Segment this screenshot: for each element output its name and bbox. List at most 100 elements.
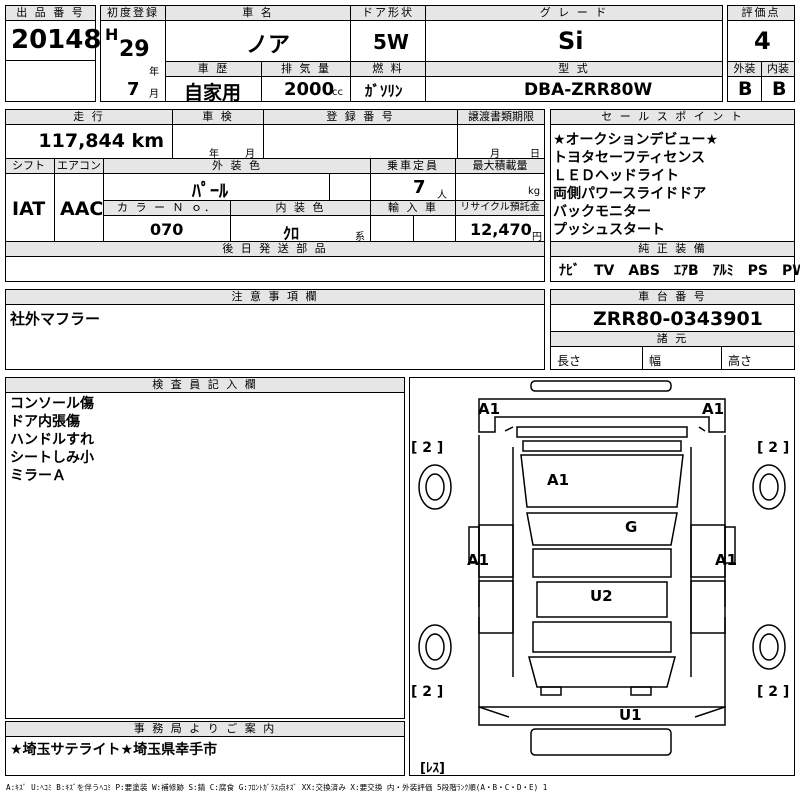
- notes-label: 注 意 事 項 欄: [5, 289, 545, 305]
- lot-number: 20148: [11, 25, 102, 55]
- ac-cell: AAC: [54, 173, 104, 242]
- notes-cell: 社外マフラー: [5, 304, 545, 370]
- diagram-frame: [409, 377, 795, 776]
- model-value: DBA-ZRR80W: [524, 80, 653, 100]
- colorno-label: カ ラ ー Ｎ ｏ．: [103, 200, 231, 216]
- chassis-number: ZRR80-0343901: [593, 308, 763, 330]
- import-divider: [413, 215, 414, 242]
- dims-len-cell: 長さ: [550, 346, 643, 370]
- cap-label: 乗車定員: [370, 158, 456, 174]
- cap-cell: 7 人: [370, 173, 456, 201]
- mileage-cell: 117,844 km: [5, 124, 173, 159]
- shift-cell: IAT: [5, 173, 55, 242]
- color-label: 外 装 色: [103, 158, 371, 174]
- mark-a1-front-left: A1: [478, 400, 501, 418]
- door-label: ドア形状: [350, 5, 426, 21]
- regno-cell: [263, 124, 458, 159]
- score-cell: 4: [727, 20, 795, 62]
- colorno-value: 070: [150, 220, 184, 239]
- int-label: 内装: [761, 61, 795, 77]
- intcolor-label: 内 装 色: [230, 200, 371, 216]
- int-value: B: [772, 78, 787, 100]
- fuel-cell: ｶﾞｿﾘﾝ: [350, 76, 426, 102]
- tire-front-left: [ 2 ]: [411, 440, 444, 456]
- reg-label: 初度登録: [100, 5, 166, 21]
- mileage-value: 117,844 km: [38, 130, 164, 152]
- reg-era: H: [105, 25, 119, 44]
- spare-tire: [ﾚｽ]: [420, 761, 445, 776]
- sales-label: セ ー ル ス ポ イ ン ト: [550, 109, 795, 125]
- inspect-year-unit: 年: [209, 149, 219, 160]
- model-cell: DBA-ZRR80W: [425, 76, 723, 102]
- name-label: 車 名: [165, 5, 351, 21]
- recycle-cell: 12,470 円: [455, 215, 545, 243]
- transfer-label: 譲渡書類期限: [457, 109, 545, 125]
- equip-cell: ﾅﾋﾞ TV ABS ｴｱB ｱﾙﾐ PS PW: [550, 256, 800, 282]
- reg-month: 7: [127, 79, 140, 100]
- import-label: 輸 入 車: [370, 200, 456, 216]
- lot-cell: 20148: [5, 20, 101, 61]
- name-cell: ノア: [165, 20, 351, 62]
- tire-front-right: [ 2 ]: [757, 440, 790, 456]
- equip-items: ﾅﾋﾞ TV ABS ｴｱB ｱﾙﾐ PS PW: [559, 263, 800, 279]
- disp-value: 2000: [284, 79, 335, 100]
- grade-cell: Si: [425, 20, 723, 62]
- history-label: 車 歴: [165, 61, 262, 77]
- inspector-label: 検 査 員 記 入 欄: [5, 377, 405, 393]
- dims-hei: 高さ: [728, 354, 753, 368]
- door-type: 5W: [373, 30, 409, 54]
- mark-g-windshield: G: [625, 518, 638, 536]
- int-cell: B: [761, 76, 795, 102]
- transfer-cell: 月 日: [457, 124, 545, 160]
- chassis-cell: ZRR80-0343901: [550, 304, 795, 332]
- disp-unit: cc: [332, 87, 343, 98]
- intcolor-cell: ｸﾛ 系: [230, 215, 371, 243]
- model-label: 型 式: [425, 61, 723, 77]
- ac-value: AAC: [60, 198, 104, 220]
- recycle-label: リサイクル預託金: [455, 200, 545, 216]
- mark-u1-rear: U1: [619, 706, 642, 724]
- colorno-cell: 070: [103, 215, 231, 242]
- mark-a1-front-right: A1: [702, 400, 725, 418]
- equip-label: 純 正 装 備: [550, 241, 795, 257]
- reg-year-unit: 年: [149, 67, 159, 78]
- lot-blank: [5, 60, 96, 102]
- intcolor-unit: 系: [355, 232, 365, 243]
- transfer-day-unit: 日: [530, 149, 540, 160]
- inspect-label: 車 検: [172, 109, 264, 125]
- ext-value: B: [738, 78, 753, 100]
- sales-points: ★オークションデビュー★ トヨタセーフティセンス ＬＥＤヘッドライト 両側パワー…: [553, 132, 719, 238]
- dims-label: 諸 元: [550, 331, 795, 347]
- history-cell: 自家用: [165, 76, 262, 104]
- chassis-label: 車 台 番 号: [550, 289, 795, 305]
- car-name: ノア: [246, 33, 291, 58]
- regno-label: 登 録 番 号: [263, 109, 458, 125]
- later-label: 後 日 発 送 部 品: [5, 241, 545, 257]
- mileage-label: 走 行: [5, 109, 173, 125]
- disp-cell: 2000 cc: [261, 76, 351, 102]
- door-cell: 5W: [350, 20, 426, 62]
- car-diagram: [418, 380, 786, 756]
- reg-month-unit: 月: [149, 89, 159, 100]
- intcolor-value: ｸﾛ: [283, 224, 300, 243]
- dims-wid-cell: 幅: [642, 346, 722, 370]
- transfer-month-unit: 月: [490, 149, 500, 160]
- tire-rear-left: [ 2 ]: [411, 684, 444, 700]
- lot-label: 出 品 番 号: [5, 5, 96, 21]
- grade-value: Si: [558, 27, 584, 55]
- fuel-label: 燃 料: [350, 61, 426, 77]
- office-label: 事 務 局 よ り ご 案 内: [5, 721, 405, 737]
- cap-value: 7: [413, 177, 426, 198]
- shift-value: IAT: [12, 198, 46, 220]
- fuel-value: ｶﾞｿﾘﾝ: [365, 82, 403, 100]
- grade-label: グ レ ー ド: [425, 5, 723, 21]
- legend: A:ｷｽﾞ U:ﾍｺﾐ B:ｷｽﾞを伴うﾍｺﾐ P:要塗装 W:補修跡 S:錆 …: [6, 783, 548, 792]
- recycle-unit: 円: [532, 232, 542, 243]
- inspector-cell: コンソール傷 ドア内張傷 ハンドルすれ シートしみ小 ミラーＡ: [5, 392, 405, 719]
- color-cell: ﾊﾟｰﾙ: [103, 173, 371, 202]
- score-label: 評価点: [727, 5, 795, 21]
- recycle-value: 12,470: [470, 220, 532, 239]
- history-value: 自家用: [184, 82, 242, 104]
- later-cell: [5, 256, 545, 282]
- reg-cell: H 29 年 7 月: [100, 20, 166, 102]
